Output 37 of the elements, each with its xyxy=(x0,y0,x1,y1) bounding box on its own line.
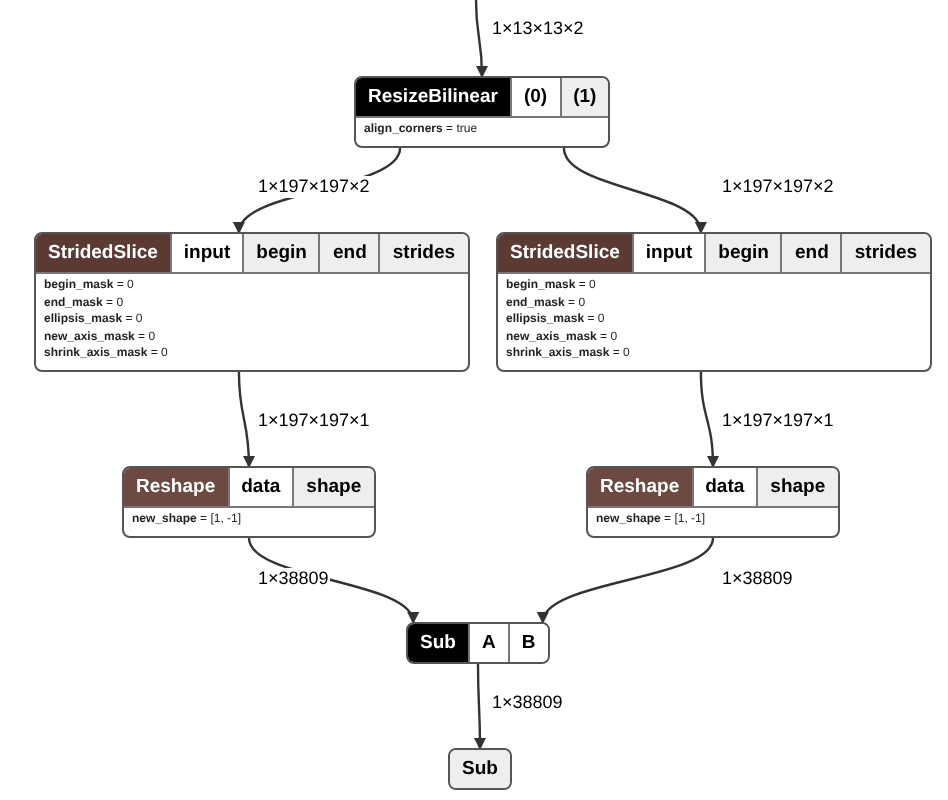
arrow xyxy=(562,147,704,234)
edge-label: 1×197×197×1 xyxy=(256,410,372,432)
input-port: begin xyxy=(704,234,781,272)
operator-node xyxy=(34,232,470,371)
edge-label: 1×13×13×2 xyxy=(490,18,586,40)
input-port: shape xyxy=(756,468,838,506)
input-port: end xyxy=(318,234,379,272)
operator-name: StridedSlice xyxy=(36,234,170,272)
operator-node xyxy=(406,622,550,664)
operator-name: Sub xyxy=(408,624,468,662)
operator-name: ResizeBilinear xyxy=(356,78,510,116)
input-port: begin xyxy=(242,234,319,272)
input-port: strides xyxy=(840,234,930,272)
operator-node xyxy=(354,76,611,147)
operator-name: Reshape xyxy=(588,468,692,506)
edge-label: 1×197×197×2 xyxy=(256,176,372,198)
operator-name: Reshape xyxy=(124,468,228,506)
arrow xyxy=(474,0,488,78)
input-port: end xyxy=(780,234,841,272)
operator-node xyxy=(496,232,932,371)
edge-label: 1×38809 xyxy=(490,692,565,714)
edge-label: 1×38809 xyxy=(720,568,795,590)
input-port: strides xyxy=(378,234,468,272)
input-port: B xyxy=(507,624,548,662)
operator-name: Sub xyxy=(450,750,510,788)
operator-node xyxy=(122,466,376,537)
arrow xyxy=(699,371,719,468)
operator-name: StridedSlice xyxy=(498,234,632,272)
edge-label: 1×38809 xyxy=(256,568,331,590)
arrow xyxy=(540,537,715,624)
input-port: shape xyxy=(292,468,374,506)
edge-label: 1×197×197×2 xyxy=(720,176,836,198)
operator-node xyxy=(586,466,840,537)
input-port: (1) xyxy=(559,78,609,116)
arrow xyxy=(473,664,486,750)
arrow xyxy=(237,371,255,468)
edge-label: 1×197×197×1 xyxy=(720,410,836,432)
